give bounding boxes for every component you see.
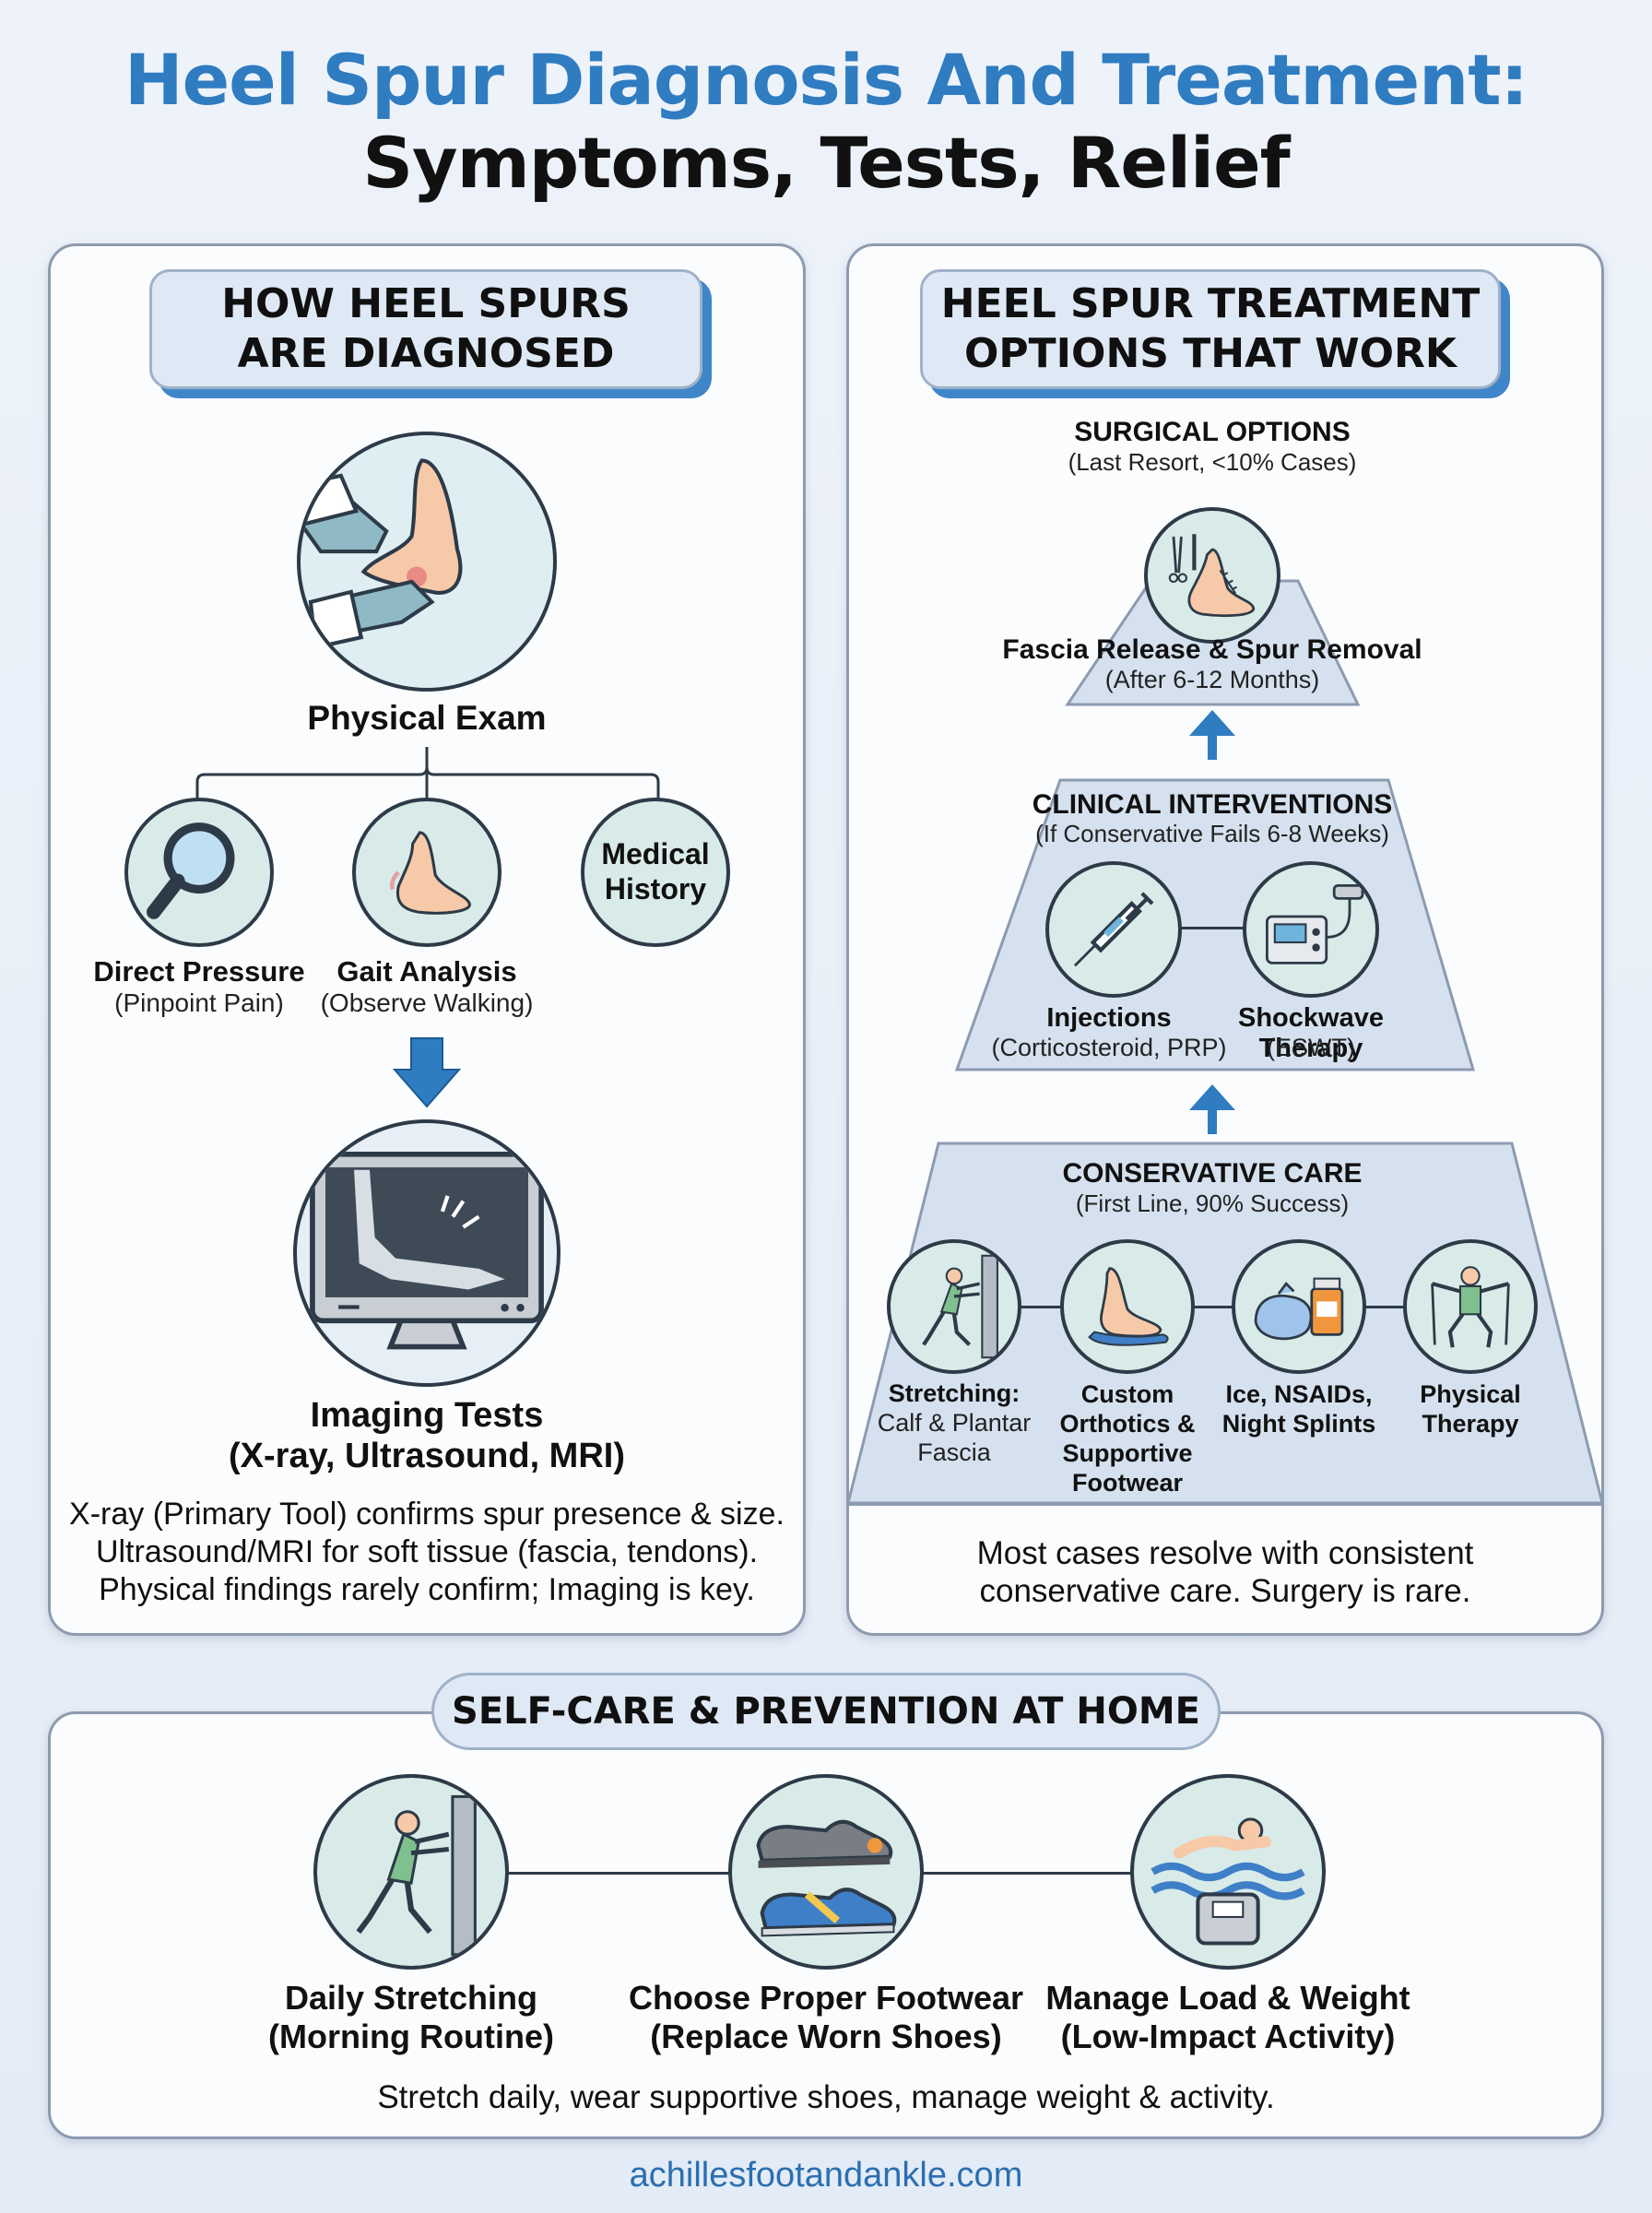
orthotics-line1: Custom [1080,1380,1174,1408]
magnifier-icon [124,798,274,947]
treatment-body: Most cases resolve with consistent conse… [867,1534,1584,1610]
selfcare-heading: SELF-CARE & PREVENTION AT HOME [431,1673,1221,1750]
xray-monitor-icon [293,1119,560,1387]
shoes-icon [728,1774,924,1970]
clinical-connector [1175,927,1249,929]
footer-link[interactable]: achillesfootandankle.com [629,2156,1023,2195]
ice-nsaids-line1: Ice, NSAIDs, [1225,1380,1373,1408]
orthotic-foot-icon [1060,1239,1195,1374]
swim-scale-icon [1130,1774,1326,1970]
selfcare-body: Stretch daily, wear supportive shoes, ma… [377,2079,1275,2115]
page-title: Heel Spur Diagnosis And Treatment: [124,39,1528,121]
ice-pack-pills-icon [1232,1239,1366,1374]
manage-load-label: Manage Load & Weight (Low-Impact Activit… [1034,1979,1422,2056]
treatment-body-line2: conservative care. Surgery is rare. [979,1573,1471,1609]
physical-therapy-label: Physical Therapy [1383,1379,1558,1438]
diagnosis-heading-line2: ARE DIAGNOSED [237,330,615,377]
footwear-line2: (Replace Worn Shoes) [650,2018,1002,2055]
ice-nsaids-label: Ice, NSAIDs, Night Splints [1211,1379,1386,1438]
medical-history-circle [581,798,730,947]
imaging-tests-sub: (X-ray, Ultrasound, MRI) [229,1437,625,1475]
stretching-sub1: Calf & Plantar [877,1409,1032,1437]
surgical-item-sub: (After 6-12 Months) [1104,666,1320,693]
physical-exam-label: Physical Exam [307,699,547,737]
diagnosis-body-line3: Physical findings rarely confirm; Imagin… [99,1572,755,1607]
gait-analysis-label: Gait Analysis [336,955,517,988]
direct-pressure-sub: (Pinpoint Pain) [114,988,284,1017]
conservative-connector [1019,1306,1443,1308]
physical-therapy-line2: Therapy [1422,1410,1519,1438]
imaging-tests-label: Imaging Tests [310,1396,544,1435]
physical-therapy-line1: Physical [1420,1380,1521,1408]
treatment-body-line1: Most cases resolve with consistent [976,1535,1474,1571]
surgical-item-label: Fascia Release & Spur Removal [1002,634,1422,665]
direct-pressure-label: Direct Pressure [93,955,305,988]
diagnosis-body-line1: X-ray (Primary Tool) confirms spur prese… [69,1497,785,1532]
surgical-title: SURGICAL OPTIONS [1074,417,1351,447]
treatment-heading-line1: HEEL SPUR TREATMENT [940,280,1481,327]
foot-icon [352,798,502,947]
shockwave-label: Shockwave Therapy [1238,1003,1384,1063]
conservative-title: CONSERVATIVE CARE [1062,1158,1363,1189]
physical-therapy-icon [1403,1239,1538,1374]
treatment-heading: HEEL SPUR TREATMENT OPTIONS THAT WORK [920,269,1501,389]
diagnosis-heading: HOW HEEL SPURS ARE DIAGNOSED [149,269,702,389]
injections-label: Injections [1046,1003,1172,1033]
syringe-icon [1045,861,1182,998]
footwear-label: Choose Proper Footwear (Replace Worn Sho… [623,1979,1029,2056]
shockwave-device-icon [1243,861,1379,998]
medical-history-label: Medical History [581,836,730,906]
medical-history-line1: Medical [601,837,710,870]
manage-load-line1: Manage Load & Weight [1045,1979,1410,2017]
daily-stretching-line1: Daily Stretching [284,1979,538,2017]
pyramid-base-divider [848,1503,1602,1506]
medical-history-line2: History [604,872,707,905]
orthotics-line4: Footwear [1071,1469,1183,1497]
clinical-title: CLINICAL INTERVENTIONS [1032,789,1393,820]
stretching-sub2: Fascia [917,1438,991,1466]
diagnosis-body: X-ray (Primary Tool) confirms spur prese… [57,1496,796,1609]
daily-stretch-icon [313,1774,509,1970]
clinical-sub: (If Conservative Fails 6-8 Weeks) [1035,820,1389,847]
diagnosis-body-line2: Ultrasound/MRI for soft tissue (fascia, … [95,1534,759,1569]
footwear-line1: Choose Proper Footwear [628,1979,1024,2017]
treatment-pyramid [846,579,1604,1505]
down-arrow-icon [393,1037,461,1108]
orthotics-label: Custom Orthotics & Supportive Footwear [1040,1379,1215,1497]
orthotics-line2: Orthotics & [1059,1410,1196,1438]
injections-sub: (Corticosteroid, PRP) [991,1034,1227,1061]
exam-tree-connector [195,747,660,799]
surgery-icon [1144,507,1280,644]
daily-stretching-line2: (Morning Routine) [268,2018,554,2055]
treatment-heading-line2: OPTIONS THAT WORK [964,330,1457,377]
physical-exam-icon [297,432,557,692]
gait-analysis-sub: (Observe Walking) [320,988,534,1017]
conservative-sub: (First Line, 90% Success) [1075,1189,1350,1217]
daily-stretching-label: Daily Stretching (Morning Routine) [227,1979,596,2056]
diagnosis-heading-line1: HOW HEEL SPURS [221,280,631,327]
ice-nsaids-line2: Night Splints [1221,1410,1376,1438]
page-subtitle: Symptoms, Tests, Relief [362,122,1290,204]
manage-load-line2: (Low-Impact Activity) [1060,2018,1396,2055]
stretching-label: Stretching: [888,1379,1021,1407]
wall-stretch-icon [887,1239,1021,1374]
shockwave-sub: (ESWT) [1267,1034,1355,1061]
orthotics-line3: Supportive [1062,1439,1193,1467]
surgical-sub: (Last Resort, <10% Cases) [1068,448,1357,476]
